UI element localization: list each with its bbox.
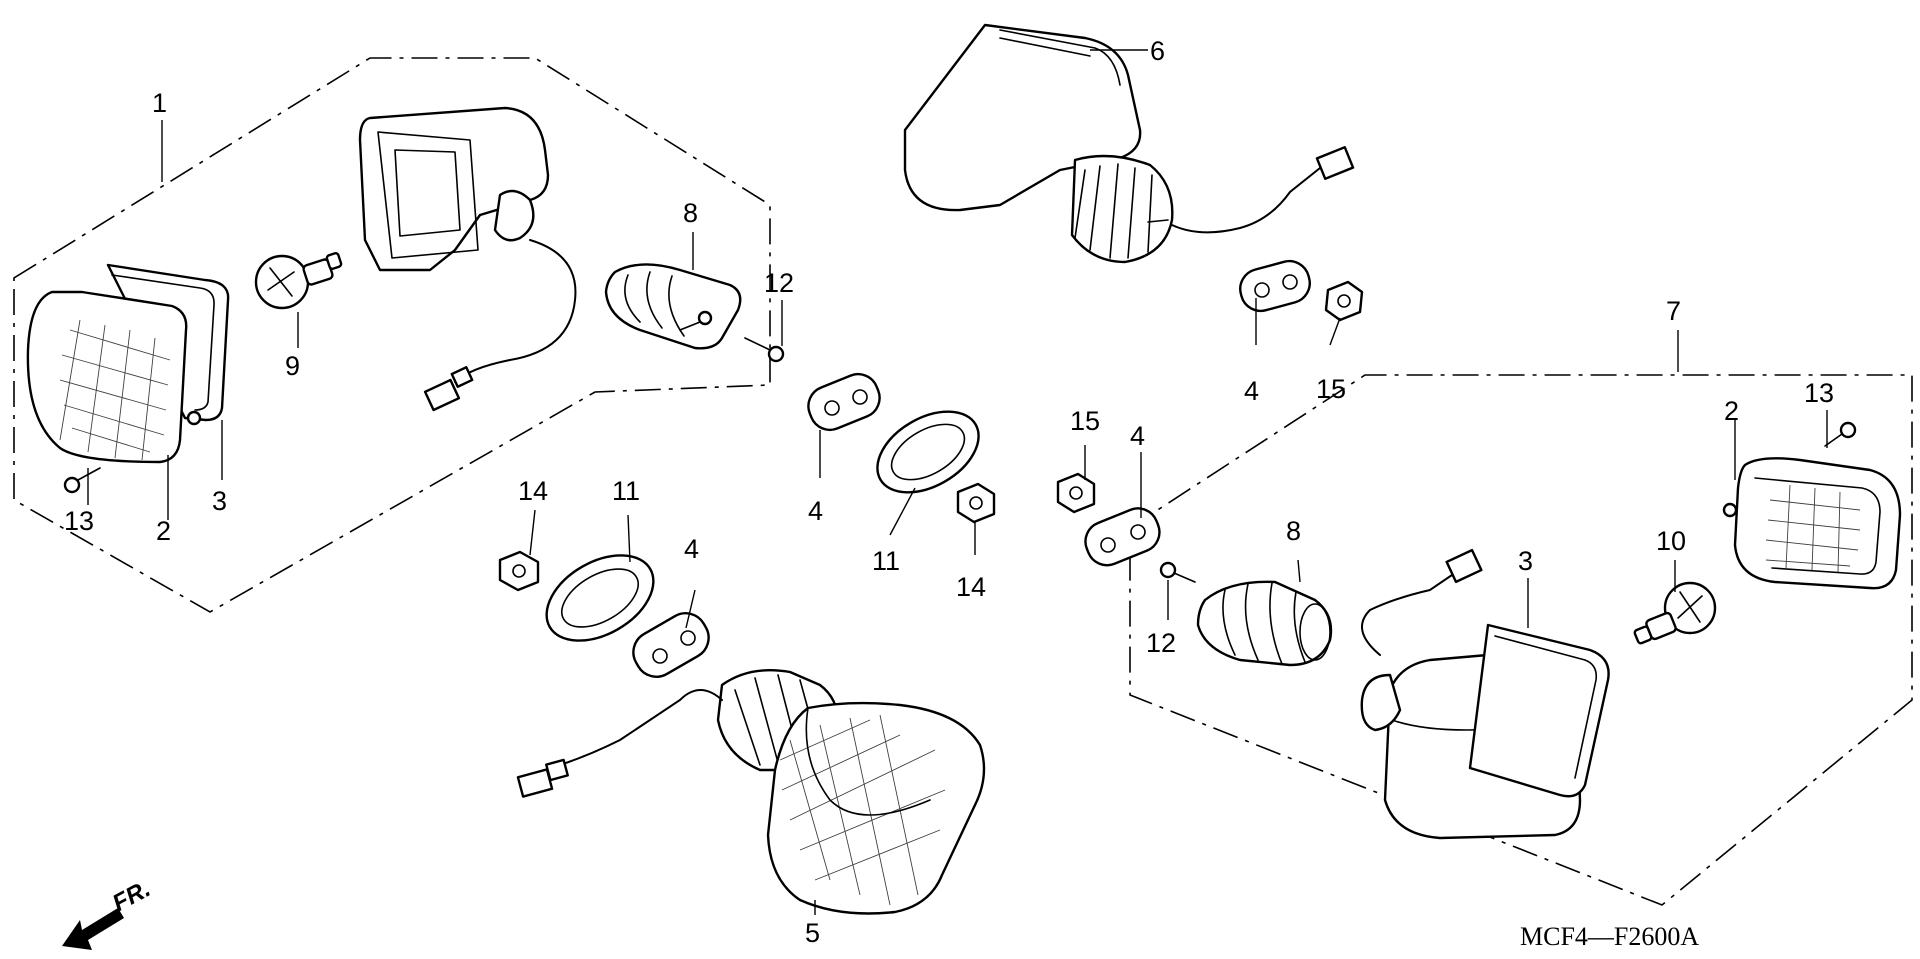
nut-14-center xyxy=(956,482,996,524)
callout-13-left: 13 xyxy=(64,506,94,536)
callout-4-right: 4 xyxy=(1130,421,1145,451)
callout-5: 5 xyxy=(805,918,820,948)
plate-4-center xyxy=(807,372,881,432)
plate-4-lower xyxy=(632,612,710,678)
screw-13-right xyxy=(1824,421,1857,447)
callout-14-lower: 14 xyxy=(518,476,548,506)
screw-13-left xyxy=(63,467,101,494)
front-left-housing xyxy=(358,106,577,412)
callout-3-right: 3 xyxy=(1518,546,1533,576)
nut-15-upper xyxy=(1324,280,1364,322)
leader-lines xyxy=(87,49,1828,915)
rubber-boot-8-right xyxy=(1196,580,1333,667)
callout-12-right: 12 xyxy=(1146,628,1176,658)
callout-15-center: 15 xyxy=(1070,406,1100,436)
front-left-lens xyxy=(26,263,230,464)
bulb-9 xyxy=(254,252,343,310)
callout-1: 1 xyxy=(152,88,167,118)
nut-14-lower xyxy=(498,550,540,592)
diagram-code: MCF4—F2600A xyxy=(1520,922,1699,951)
callout-7: 7 xyxy=(1666,296,1681,326)
grommet-11-lower xyxy=(545,554,655,642)
assembly-1-boundary xyxy=(13,57,771,613)
callout-11-lower: 11 xyxy=(612,476,640,506)
screw-12-left xyxy=(744,337,785,363)
gasket-3-right xyxy=(1468,623,1610,798)
callout-3-left: 3 xyxy=(212,486,227,516)
nut-15-center xyxy=(1056,472,1096,514)
callout-9: 9 xyxy=(285,351,300,381)
callout-14-center: 14 xyxy=(956,572,986,602)
bulb-10 xyxy=(1633,581,1717,645)
callout-12-left: 12 xyxy=(764,268,794,298)
front-arrow: FR. xyxy=(62,875,155,950)
plate-4-upper xyxy=(1239,259,1311,313)
callout-4-upper: 4 xyxy=(1244,376,1259,406)
callout-10: 10 xyxy=(1656,526,1686,556)
rubber-boot-8-left xyxy=(604,263,742,350)
front-arrow-icon xyxy=(62,908,124,950)
callout-6: 6 xyxy=(1150,36,1165,66)
callout-2-right: 2 xyxy=(1724,396,1739,426)
assembly-7-boundary xyxy=(1129,374,1913,906)
callout-15-upper: 15 xyxy=(1316,374,1346,404)
callout-8-right: 8 xyxy=(1286,516,1301,546)
callout-4-lower: 4 xyxy=(684,534,699,564)
callout-8-left: 8 xyxy=(683,198,698,228)
front-left-signal-5 xyxy=(516,669,986,915)
callout-labels: 1 2 3 9 8 12 13 6 4 15 7 4 11 14 15 4 14… xyxy=(64,36,1834,948)
rear-right-lens xyxy=(1722,457,1902,590)
front-right-signal-6 xyxy=(903,23,1355,264)
callout-2-left: 2 xyxy=(156,516,171,546)
grommet-11-center xyxy=(876,410,980,494)
callout-13-right: 13 xyxy=(1804,378,1834,408)
callout-11-center: 11 xyxy=(872,546,900,576)
plate-4-right xyxy=(1084,507,1161,567)
screw-12-right xyxy=(1159,561,1196,583)
callout-4-center: 4 xyxy=(808,496,823,526)
